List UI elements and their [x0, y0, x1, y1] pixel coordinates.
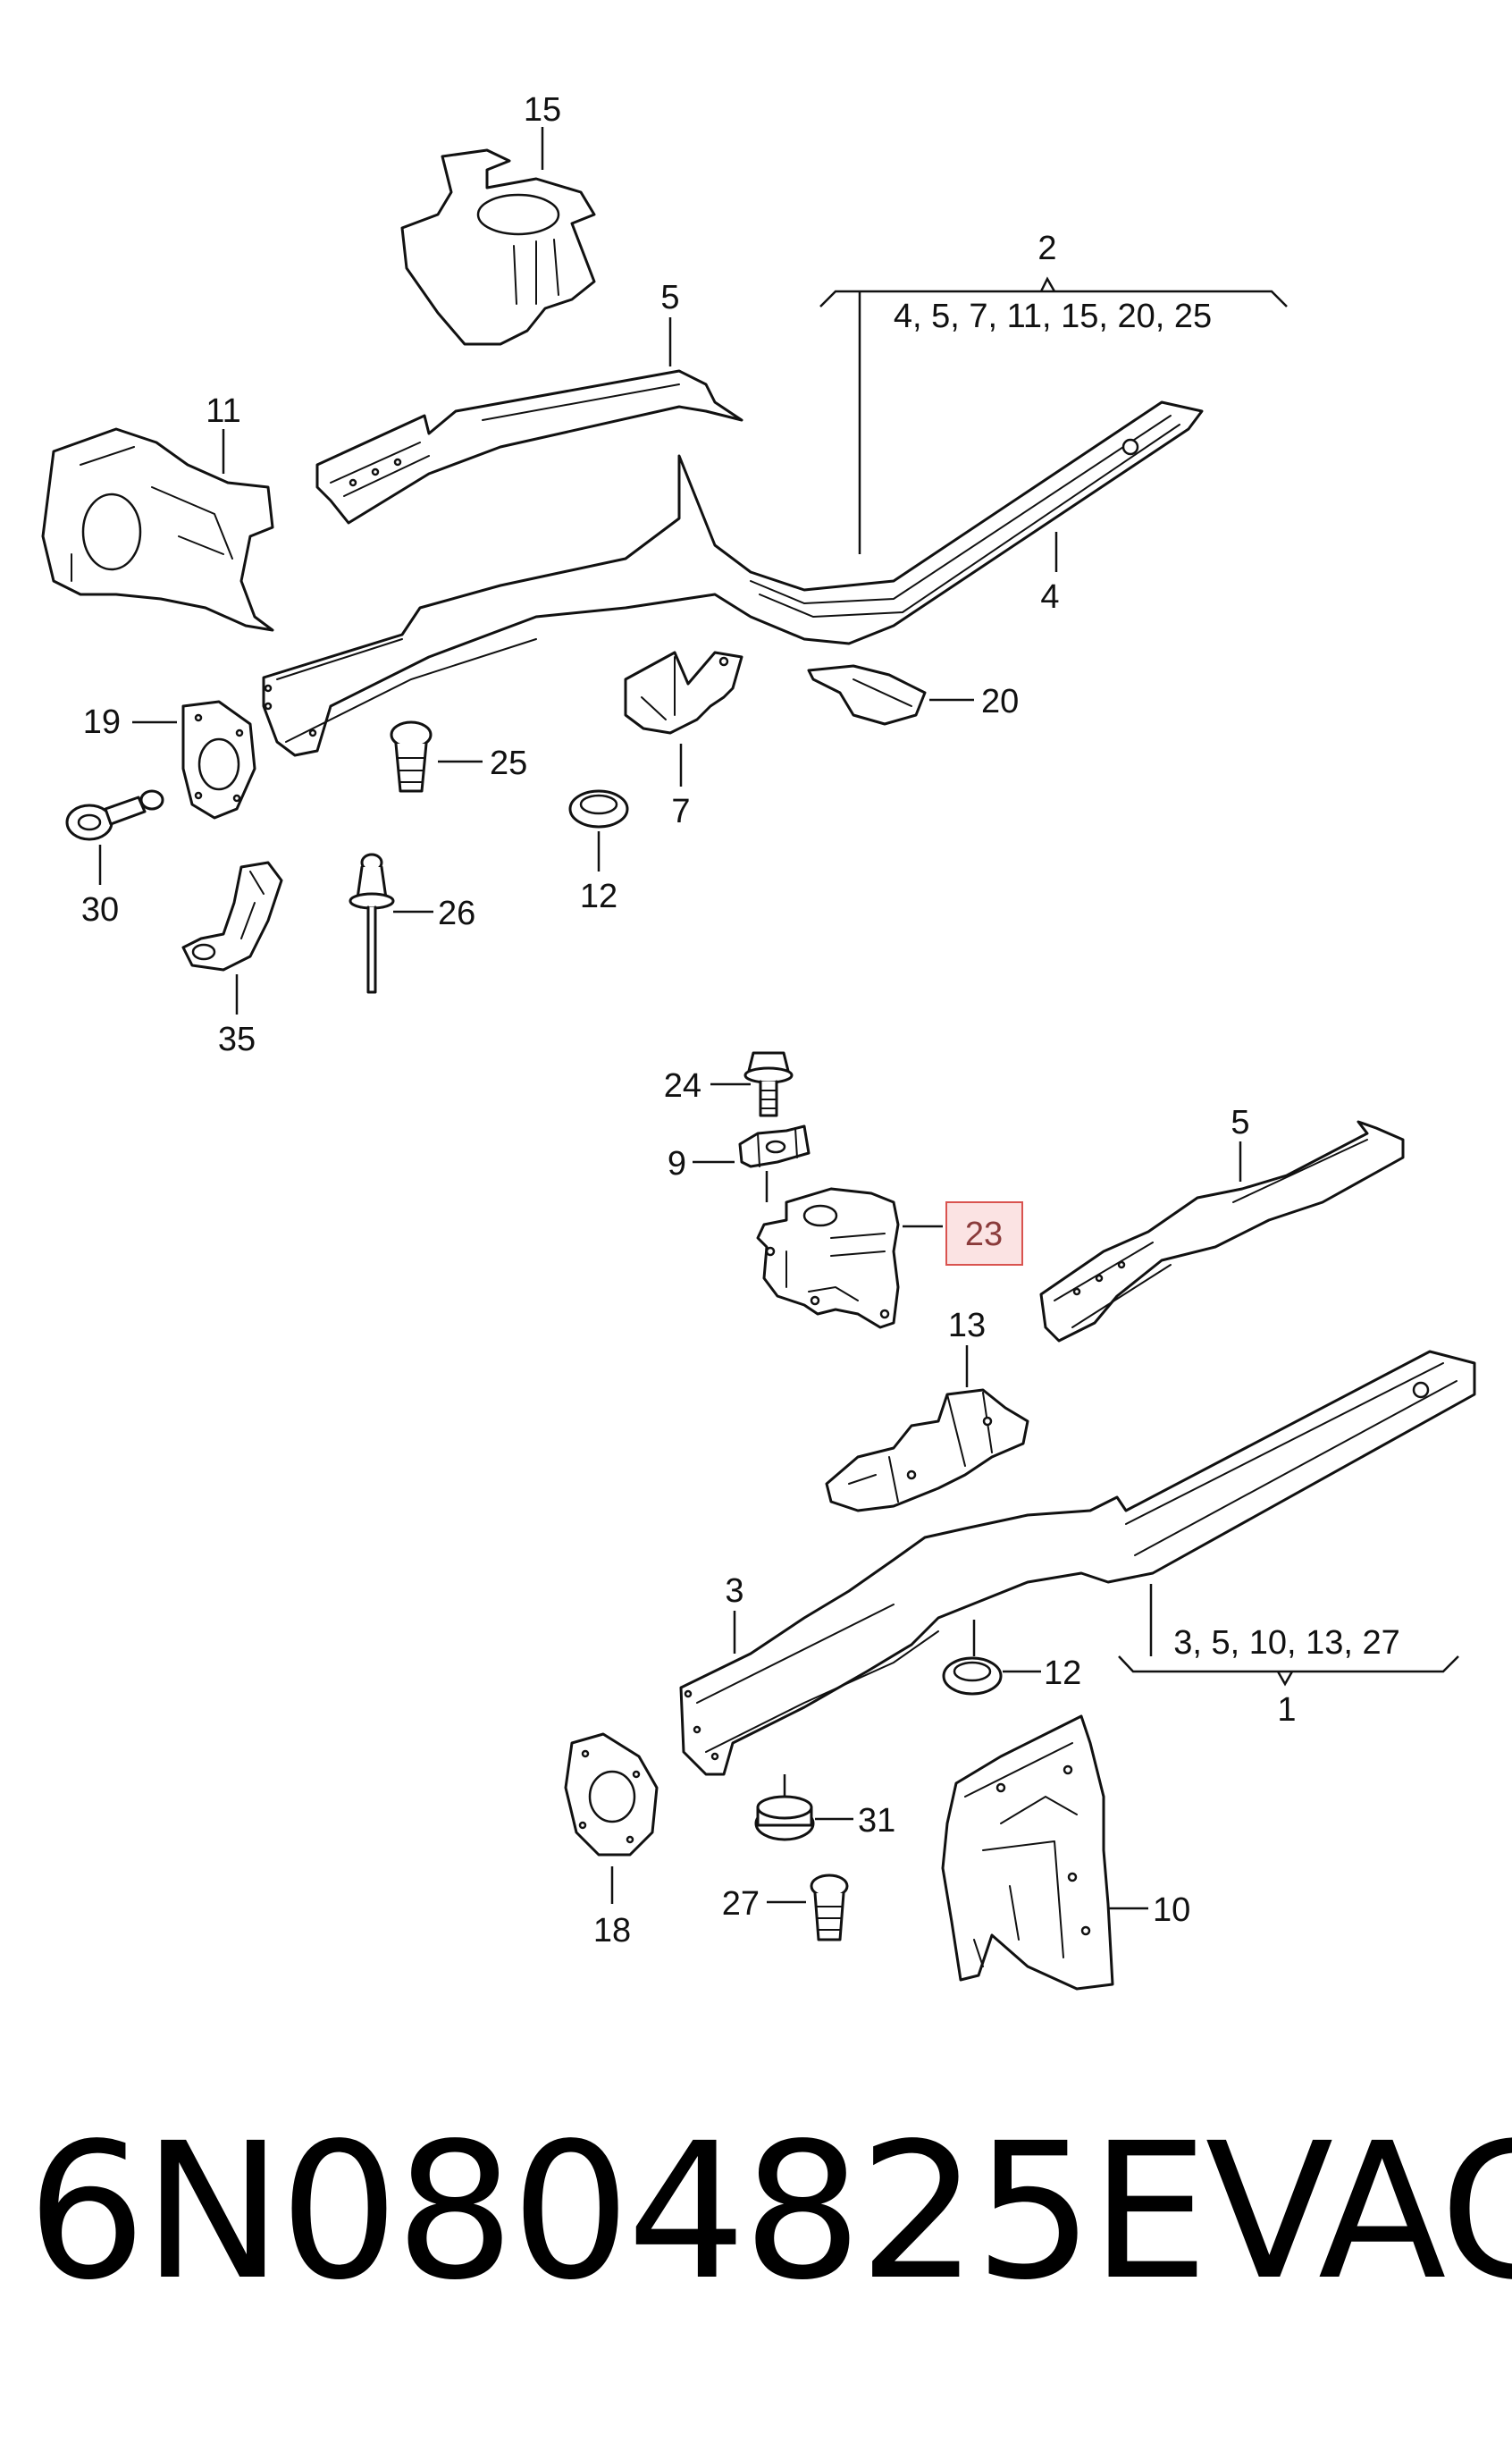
- label-30: 30: [81, 891, 119, 929]
- label-12-lower: 12: [1044, 1655, 1081, 1692]
- label-3: 3: [725, 1572, 743, 1610]
- label-31: 31: [858, 1802, 895, 1840]
- label-20: 20: [981, 683, 1019, 720]
- part-19-plate: [181, 700, 256, 820]
- part-12-upper-grommet: [568, 789, 629, 829]
- highlight-box-23: 23: [945, 1201, 1023, 1266]
- label-26: 26: [438, 895, 475, 932]
- part-3-lower-longitudinal: [679, 1350, 1476, 1776]
- part-13-brace: [825, 1388, 1029, 1512]
- label-19: 19: [83, 703, 121, 741]
- part-15-bracket: [400, 148, 596, 346]
- label-15: 15: [524, 91, 561, 129]
- label-35: 35: [218, 1021, 256, 1058]
- group-bracket-1: 3, 5, 10, 13, 27 1: [1118, 1584, 1459, 1729]
- label-27: 27: [722, 1885, 760, 1923]
- group-list-1: 3, 5, 10, 13, 27: [1173, 1624, 1400, 1662]
- part-7-bracket: [624, 651, 743, 735]
- part-9-clip: [738, 1124, 811, 1168]
- part-4-upper-longitudinal: [262, 400, 1204, 757]
- label-11: 11: [206, 392, 240, 430]
- part-30-eyelet: [65, 789, 164, 841]
- brand: VAG: [1205, 2102, 1512, 2321]
- label-2: 2: [1037, 230, 1056, 267]
- part-35-bracket: [181, 861, 283, 972]
- label-10: 10: [1153, 1891, 1190, 1929]
- part-5-lower-rail: [1039, 1120, 1405, 1343]
- label-7: 7: [671, 793, 690, 830]
- group-list-2: 4, 5, 7, 11, 15, 20, 25: [894, 298, 1212, 335]
- part-23-mounting-bracket: [756, 1187, 900, 1329]
- part-number: 6N0804825E: [27, 2102, 1209, 2321]
- part-5-upper-rail: [315, 369, 743, 525]
- part-25-clip: [390, 720, 433, 793]
- label-4: 4: [1040, 578, 1059, 616]
- label-9: 9: [668, 1145, 686, 1183]
- label-18: 18: [593, 1912, 631, 1949]
- label-12-upper: 12: [580, 878, 617, 915]
- label-1: 1: [1277, 1691, 1296, 1729]
- part-18-plate: [564, 1732, 659, 1857]
- part-11-mount: [41, 427, 274, 632]
- part-26-rivet: [349, 853, 395, 994]
- label-5-lower: 5: [1231, 1104, 1249, 1141]
- label-24: 24: [664, 1067, 701, 1105]
- group-bracket-2: 2 4, 5, 7, 11, 15, 20, 25: [819, 230, 1288, 554]
- part-20-reinforcement: [807, 664, 927, 726]
- label-13: 13: [948, 1307, 986, 1344]
- part-24-bolt: [743, 1051, 794, 1117]
- caption: 6N0804825E VAG: [27, 2102, 1512, 2321]
- part-10-member: [941, 1714, 1114, 1991]
- label-23: 23: [965, 1216, 1003, 1253]
- label-5-upper: 5: [660, 279, 679, 316]
- part-27-clip: [810, 1874, 849, 1941]
- part-31-grommet: [754, 1774, 815, 1841]
- label-25: 25: [490, 745, 527, 782]
- part-12-lower-grommet: [942, 1656, 1003, 1696]
